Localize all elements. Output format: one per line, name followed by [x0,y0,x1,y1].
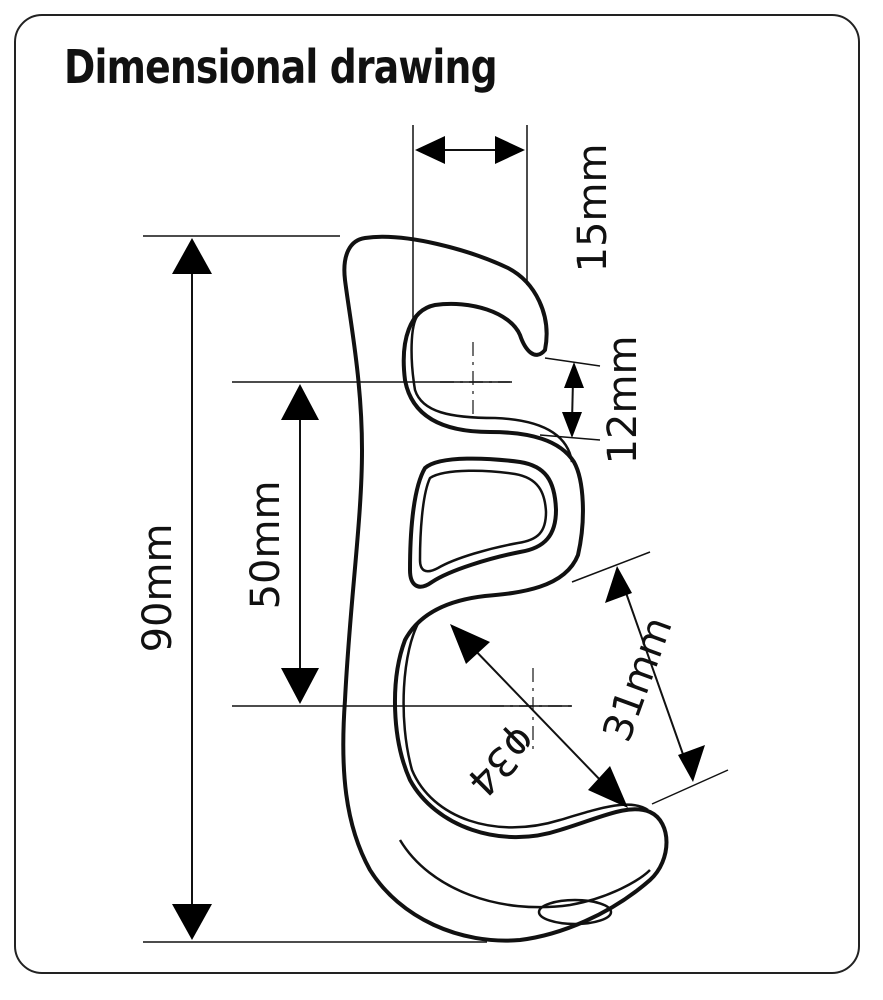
dimension-50mm: 50mm [232,381,572,707]
bottom-lip [398,839,651,909]
dimension-label-90mm: 90mm [135,524,181,653]
arrowhead [172,904,212,940]
extension-line [544,357,601,367]
extension-line [571,551,651,583]
extension-line [651,769,729,805]
dimension-label-15mm: 15mm [570,144,616,273]
extension-line [539,434,601,441]
dimension-label-12mm: 12mm [600,336,646,465]
hook-inner-rim [402,619,649,829]
dimension-label-31mm: 31mm [594,611,681,748]
dimension-15mm: 15mm [412,125,616,320]
arrowhead [415,136,445,164]
arrowhead [281,668,319,704]
dimension-line [624,589,686,761]
rivet [537,898,613,926]
dimension-12mm: 12mm [539,336,646,465]
part-outline [341,234,669,943]
dimension-label-50mm: 50mm [243,481,289,610]
arrowhead [281,384,319,420]
arrowhead [564,362,584,388]
arrowhead [588,766,628,808]
arrowhead [172,238,212,274]
drawing-frame [14,14,860,974]
dimension-label-diameter: φ34 [458,718,545,805]
dimension-90mm: 90mm [135,235,487,943]
arrowhead [450,624,490,664]
dimension-31mm: 31mm [571,551,729,805]
arrowhead [495,136,525,164]
diagram-title: Dimensional drawing [64,40,498,94]
arrowhead [678,745,705,782]
part-inner-rim [410,314,574,463]
triangle-cutout-rim [418,469,548,573]
arrowhead [562,412,582,438]
triangle-cutout [408,456,558,589]
dimension-line [469,644,606,786]
part-outer-contour [341,234,669,943]
arrowhead [605,566,632,603]
